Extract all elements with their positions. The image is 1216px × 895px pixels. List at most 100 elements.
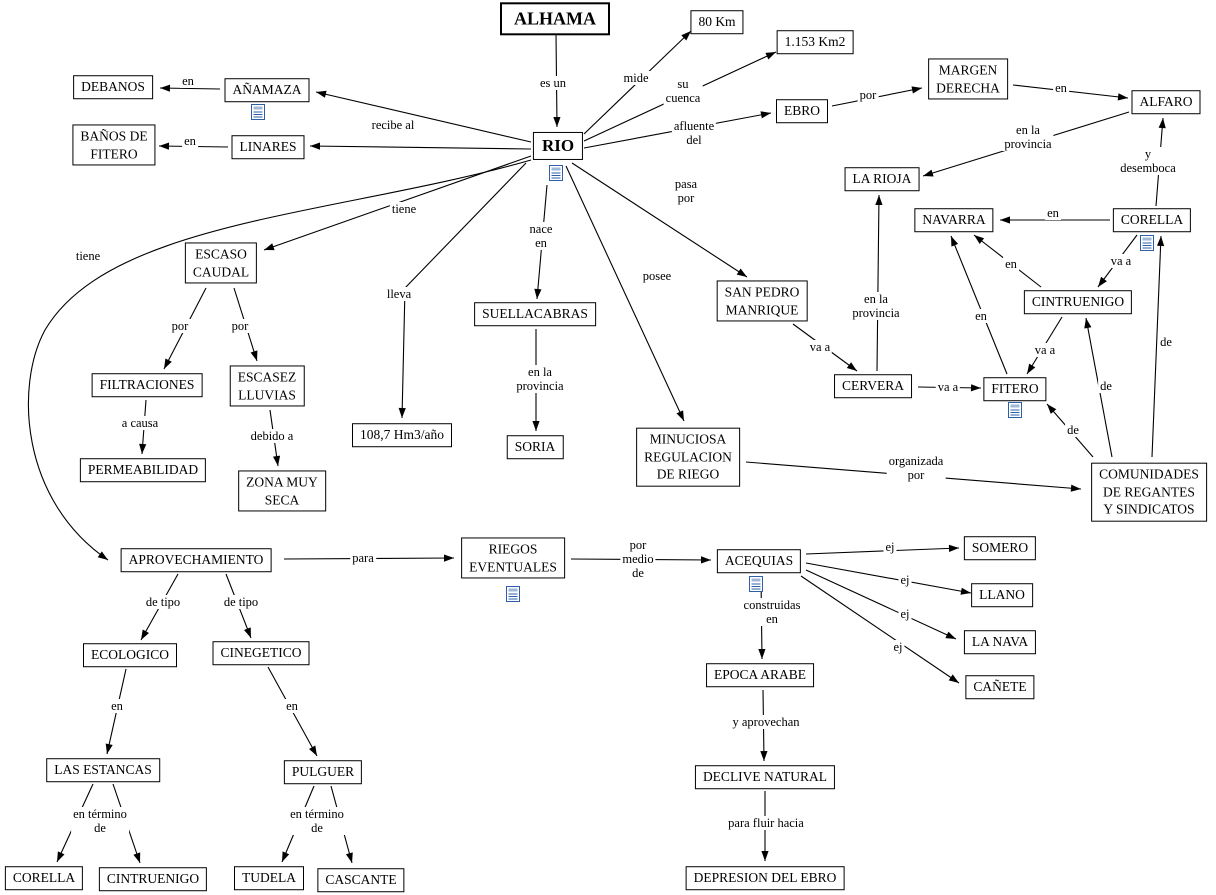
link-label-es-un[interactable]: es un xyxy=(537,76,569,90)
link-label-tiene[interactable]: tiene xyxy=(73,249,103,263)
concept-aprovechamiento[interactable]: APROVECHAMIENTO xyxy=(120,548,272,572)
concept-cervera[interactable]: CERVERA xyxy=(834,374,912,398)
concept-acequias[interactable]: ACEQUIAS xyxy=(716,549,802,573)
link-label-posee[interactable]: posee xyxy=(640,269,674,283)
concept-llano[interactable]: LLANO xyxy=(971,583,1033,607)
link-label-en-término-de[interactable]: en término de xyxy=(71,807,129,835)
concept-fitero[interactable]: FITERO xyxy=(983,377,1047,401)
link-label-lleva[interactable]: lleva xyxy=(384,287,414,301)
resource-icon-rio[interactable] xyxy=(549,165,563,181)
link-label-recibe-al[interactable]: recibe al xyxy=(369,118,417,132)
link-label-organizada-por[interactable]: organizada por xyxy=(886,454,946,482)
resource-icon-riegos-eventuales[interactable] xyxy=(506,586,520,602)
concept-las-estancas[interactable]: LAS ESTANCAS xyxy=(46,758,160,782)
concept-comunidades-regantes[interactable]: COMUNIDADES DE REGANTES Y SINDICATOS xyxy=(1091,462,1207,522)
link-label-va-a[interactable]: va a xyxy=(1108,254,1134,268)
link-label-afluente-del[interactable]: afluente del xyxy=(671,119,717,147)
link-label-para[interactable]: para xyxy=(350,551,376,565)
link-label-en[interactable]: en xyxy=(1045,206,1061,220)
link-label-va-a[interactable]: va a xyxy=(807,340,833,354)
concept-filtraciones[interactable]: FILTRACIONES xyxy=(91,373,203,397)
concept-ecologico[interactable]: ECOLOGICO xyxy=(83,643,177,667)
concept-navarra[interactable]: NAVARRA xyxy=(914,208,994,232)
concept-tudela[interactable]: TUDELA xyxy=(234,866,304,890)
concept-la-rioja[interactable]: LA RIOJA xyxy=(844,167,920,191)
link-label-y-aprovechan[interactable]: y aprovechan xyxy=(730,715,802,729)
link-label-y-desemboca[interactable]: y desemboca xyxy=(1114,147,1182,175)
link-label-tiene[interactable]: tiene xyxy=(389,202,419,216)
link-label-en[interactable]: en xyxy=(1003,257,1019,271)
concept-anamaza[interactable]: AÑAMAZA xyxy=(224,78,310,102)
concept-cinegetico[interactable]: CINEGETICO xyxy=(212,641,310,665)
concept-suellacabras[interactable]: SUELLACABRAS xyxy=(474,302,596,326)
concept-depresion-del-ebro[interactable]: DEPRESION DEL EBRO xyxy=(685,866,845,890)
link-label-en-la-provincia[interactable]: en la provincia xyxy=(1002,123,1054,151)
concept-soria[interactable]: SORIA xyxy=(506,435,564,459)
resource-icon-acequias[interactable] xyxy=(749,576,763,592)
link-label-en[interactable]: en xyxy=(109,699,125,713)
concept-margen-derecha[interactable]: MARGEN DERECHA xyxy=(928,58,1008,100)
link-label-pasa-por[interactable]: pasa por xyxy=(672,177,700,205)
concept-escaso-caudal[interactable]: ESCASO CAUDAL xyxy=(184,242,258,284)
concept-80-km[interactable]: 80 Km xyxy=(690,10,744,34)
link-label-para-fluir-hacia[interactable]: para fluir hacia xyxy=(726,816,806,830)
concept-linares[interactable]: LINARES xyxy=(231,135,305,159)
link-label-de-tipo[interactable]: de tipo xyxy=(221,595,261,609)
concept-rio[interactable]: RIO xyxy=(532,131,584,161)
link-label-construidas-en[interactable]: construidas en xyxy=(741,598,803,626)
concept-cascante[interactable]: CASCANTE xyxy=(317,868,405,892)
concept-la-nava[interactable]: LA NAVA xyxy=(963,630,1037,654)
link-label-por[interactable]: por xyxy=(857,88,879,102)
concept-zona-muy-seca[interactable]: ZONA MUY SECA xyxy=(238,470,326,512)
link-label-de[interactable]: de xyxy=(1098,379,1114,393)
concept-debanos[interactable]: DEBANOS xyxy=(73,75,153,99)
concept-permeabilidad[interactable]: PERMEABILIDAD xyxy=(79,458,207,482)
concept-riegos-eventuales[interactable]: RIEGOS EVENTUALES xyxy=(461,537,565,579)
link-label-ej[interactable]: ej xyxy=(898,573,912,587)
concept-declive-natural[interactable]: DECLIVE NATURAL xyxy=(694,765,836,789)
link-label-va-a[interactable]: va a xyxy=(935,380,961,394)
link-label-debido-a[interactable]: debido a xyxy=(248,429,296,443)
resource-icon-anamaza[interactable] xyxy=(251,104,265,120)
link-label-por[interactable]: por xyxy=(169,319,191,333)
resource-icon-corella[interactable] xyxy=(1140,235,1154,251)
link-label-nace-en[interactable]: nace en xyxy=(527,222,555,250)
link-label-de-tipo[interactable]: de tipo xyxy=(143,595,183,609)
concept-cintruenigo-2[interactable]: CINTRUENIGO xyxy=(98,867,208,891)
concept-alhama[interactable]: ALHAMA xyxy=(500,2,610,36)
link-label-en[interactable]: en xyxy=(973,309,989,323)
link-label-de[interactable]: de xyxy=(1158,335,1174,349)
link-label-en-la-provincia[interactable]: en la provincia xyxy=(850,292,902,320)
link-label-ej[interactable]: ej xyxy=(883,540,897,554)
concept-pulguer[interactable]: PULGUER xyxy=(283,760,363,784)
link-label-de[interactable]: de xyxy=(1065,423,1081,437)
concept-san-pedro-manrique[interactable]: SAN PEDRO MANRIQUE xyxy=(716,280,808,322)
link-label-ej[interactable]: ej xyxy=(891,640,905,654)
resource-icon-fitero[interactable] xyxy=(1008,402,1022,418)
concept-corella[interactable]: CORELLA xyxy=(1112,208,1192,232)
link-label-su-cuenca[interactable]: su cuenca xyxy=(663,77,703,105)
concept-canete[interactable]: CAÑETE xyxy=(965,675,1035,699)
concept-caudal-108-7[interactable]: 108,7 Hm3/año xyxy=(352,423,452,447)
link-label-en-término-de[interactable]: en término de xyxy=(288,807,346,835)
concept-escasez-lluvias[interactable]: ESCASEZ LLUVIAS xyxy=(229,365,305,407)
concept-somero[interactable]: SOMERO xyxy=(963,536,1037,560)
link-label-a-causa[interactable]: a causa xyxy=(119,416,161,430)
link-label-en-la-provincia[interactable]: en la provincia xyxy=(514,365,566,393)
concept-cintruenigo[interactable]: CINTRUENIGO xyxy=(1023,290,1133,314)
link-label-va-a[interactable]: va a xyxy=(1032,343,1058,357)
concept-minuciosa-regulacion[interactable]: MINUCIOSA REGULACION DE RIEGO xyxy=(636,427,740,487)
link-label-en[interactable]: en xyxy=(284,699,300,713)
concept-ebro[interactable]: EBRO xyxy=(775,99,829,123)
link-label-en[interactable]: en xyxy=(180,74,196,88)
link-label-ej[interactable]: ej xyxy=(898,607,912,621)
link-label-mide[interactable]: mide xyxy=(621,71,651,85)
link-label-en[interactable]: en xyxy=(1053,81,1069,95)
concept-alfaro[interactable]: ALFARO xyxy=(1131,90,1201,114)
concept-1153-km2[interactable]: 1.153 Km2 xyxy=(776,30,854,54)
concept-corella-2[interactable]: CORELLA xyxy=(4,866,84,890)
concept-banos-de-fitero[interactable]: BAÑOS DE FITERO xyxy=(72,124,156,166)
link-label-en[interactable]: en xyxy=(182,134,198,148)
link-label-por-medio-de[interactable]: por medio de xyxy=(620,538,656,580)
link-label-por[interactable]: por xyxy=(229,319,251,333)
